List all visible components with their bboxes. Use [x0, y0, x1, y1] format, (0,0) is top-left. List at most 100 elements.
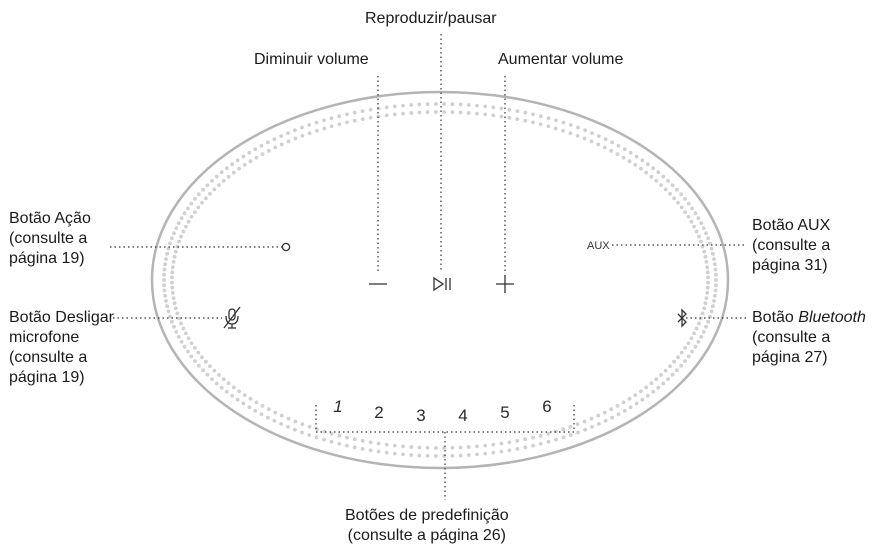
grille-dot: [515, 439, 520, 443]
grille-dot: [189, 341, 194, 345]
grille-dot: [686, 354, 691, 359]
grille-dot: [337, 441, 342, 446]
grille-dot: [450, 102, 455, 107]
grille-dot: [442, 110, 446, 114]
grille-dot: [689, 336, 694, 341]
grille-dot: [226, 381, 231, 386]
grille-dot: [242, 163, 247, 167]
grille-dot: [235, 397, 240, 402]
grille-dot: [237, 166, 242, 171]
grille-dot: [162, 283, 167, 288]
grille-dot: [633, 393, 638, 397]
grille-dot: [186, 206, 190, 211]
grille-dot: [714, 272, 718, 277]
label-bluetooth-italic: Bluetooth: [798, 309, 866, 326]
grille-dot: [230, 162, 235, 167]
grille-dot: [307, 131, 312, 136]
grille-dot: [499, 106, 504, 111]
grille-dot: [181, 229, 186, 234]
grille-dot: [409, 111, 414, 115]
grille-dot: [273, 410, 278, 415]
grille-dot: [214, 174, 219, 179]
grille-dot: [640, 158, 645, 163]
grille-dot: [683, 210, 688, 215]
grille-dot: [170, 270, 175, 275]
grille-dot: [597, 134, 601, 139]
grille-dot: [644, 170, 649, 175]
grille-dot: [186, 349, 190, 354]
grille-dot: [170, 319, 174, 324]
grille-dot: [182, 211, 187, 216]
grille-dot: [582, 419, 587, 424]
grille-dot: [165, 251, 170, 256]
grille-dot: [177, 316, 182, 321]
grille-dot: [582, 136, 587, 141]
grille-dot: [237, 389, 242, 394]
grille-dot: [163, 293, 168, 298]
grille-dot: [181, 326, 186, 331]
grille-dot: [483, 112, 488, 117]
label-volume-up: Aumentar volume: [498, 50, 623, 70]
preset-button-1: 1: [333, 397, 342, 416]
grille-dot: [531, 112, 535, 117]
grille-dot: [201, 187, 206, 192]
grille-dot: [705, 265, 710, 269]
grille-dot: [507, 107, 512, 112]
grille-dot: [692, 224, 696, 229]
grille-dot: [670, 372, 675, 377]
grille-dot: [686, 215, 691, 219]
grille-dot: [672, 359, 676, 364]
label-action-line3: página 19): [9, 250, 85, 267]
mic-off-icon: [223, 306, 241, 329]
play-pause-icon: [433, 276, 451, 292]
grille-dot: [704, 260, 709, 264]
grille-dot: [196, 205, 201, 210]
grille-dot: [676, 200, 680, 205]
grille-dot: [384, 105, 389, 110]
label-aux-line1: Botão AUX: [752, 217, 831, 234]
label-mic-off-line2: microfone: [9, 329, 80, 346]
grille-dot: [628, 150, 633, 155]
label-presets-line2: (consulte a página 26): [347, 527, 506, 544]
grille-dot: [499, 449, 504, 454]
grille-dot: [603, 418, 608, 423]
grille-dot: [192, 210, 197, 215]
grille-dot: [384, 450, 389, 455]
grille-dot: [703, 254, 708, 259]
grille-dot: [672, 196, 676, 201]
grille-dot: [259, 412, 264, 417]
grille-dot: [696, 339, 701, 344]
grille-dot: [675, 368, 679, 373]
grille-dot: [224, 389, 229, 394]
grille-dot: [675, 187, 679, 192]
grille-dot: [425, 110, 430, 115]
grille-dot: [683, 346, 688, 350]
grille-dot: [616, 143, 621, 148]
grille-dot: [704, 231, 708, 236]
grille-dot: [666, 179, 670, 183]
grille-dot: [531, 443, 535, 448]
grille-dot: [172, 254, 177, 259]
grille-dot: [241, 154, 246, 159]
grille-dot: [171, 260, 176, 264]
grille-dot: [189, 354, 194, 359]
grille-dot: [713, 267, 718, 272]
grille-dot: [507, 115, 512, 120]
grille-dot: [694, 229, 699, 234]
bluetooth-icon: [677, 308, 687, 328]
grille-dot: [425, 445, 430, 450]
grille-dot: [638, 389, 643, 394]
grille-dot: [702, 306, 707, 311]
label-volume-down: Diminuir volume: [254, 50, 369, 70]
grille-dot: [701, 330, 706, 334]
grille-dot: [670, 183, 675, 188]
grille-dot: [172, 231, 176, 236]
grille-dot: [164, 299, 168, 303]
grille-dot: [693, 344, 698, 349]
grille-dot: [466, 453, 471, 457]
grille-dot: [651, 389, 656, 394]
grille-dot: [204, 196, 208, 201]
grille-dot: [337, 122, 342, 127]
grille-dot: [247, 150, 252, 155]
